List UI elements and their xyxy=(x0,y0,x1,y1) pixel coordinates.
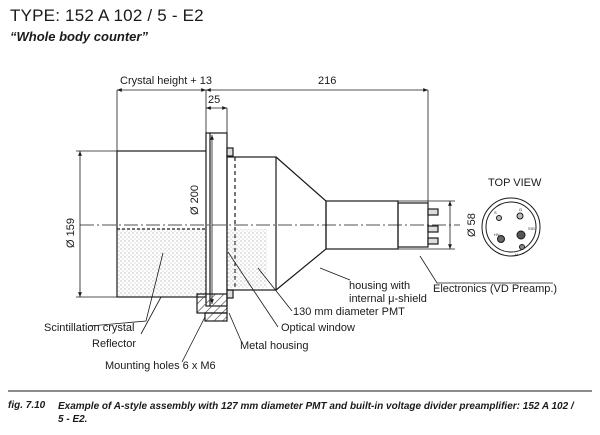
leader-metal-housing xyxy=(228,312,243,344)
dim-216: 216 xyxy=(318,75,336,87)
diagram-subtitle: “Whole body counter” xyxy=(10,29,148,44)
top-view-inner-ring xyxy=(485,201,537,253)
top-view-pin-label: HV xyxy=(494,232,500,237)
leader-reflector xyxy=(140,296,162,335)
dim-diam-200: Ø 200 xyxy=(189,185,201,215)
flange-bolt-top xyxy=(226,147,234,157)
top-view-pin-label: G xyxy=(519,207,522,212)
top-view-pin-g xyxy=(516,212,524,220)
pmt-cone xyxy=(275,156,327,291)
flange-bolt-bottom xyxy=(226,289,234,299)
mounting-plate xyxy=(204,312,228,322)
diagram-title: TYPE: 152 A 102 / 5 - E2 xyxy=(10,6,204,25)
dim-diam-58: Ø 58 xyxy=(466,213,478,237)
optical-window-area xyxy=(227,229,267,288)
top-view-pin-s xyxy=(496,215,502,221)
label-housing-1: housing with xyxy=(349,280,410,292)
top-view-pin-label: SIG xyxy=(528,226,535,231)
top-view xyxy=(481,197,541,257)
label-reflector: Reflector xyxy=(92,338,136,350)
top-view-pin-hv xyxy=(497,235,505,243)
connector-2 xyxy=(427,225,439,233)
connector-1 xyxy=(427,208,439,216)
leader-scintillation xyxy=(89,252,164,327)
label-mounting-holes: Mounting holes 6 x M6 xyxy=(105,360,216,372)
top-view-outer-ring xyxy=(481,197,541,257)
leader-mounting xyxy=(181,316,206,363)
label-metal-housing: Metal housing xyxy=(240,340,309,352)
top-view-pin-label: S xyxy=(494,210,497,215)
leader-electronics xyxy=(419,255,553,284)
figure-number: fig. 7.10 xyxy=(8,400,46,411)
scintillation-crystal xyxy=(118,229,207,296)
label-pmt: 130 mm diameter PMT xyxy=(293,306,405,318)
dim-crystal-height: Crystal height + 13 xyxy=(120,75,212,87)
top-view-pin-h xyxy=(519,244,525,250)
pmt-base xyxy=(226,156,277,291)
dim-diam-159: Ø 159 xyxy=(65,218,77,248)
figure-caption: Example of A-style assembly with 127 mm … xyxy=(58,401,574,425)
label-scintillation: Scintillation crystal xyxy=(44,322,134,334)
flange xyxy=(205,132,228,307)
leader-optical-window xyxy=(227,251,279,328)
top-view-label: TOP VIEW xyxy=(488,177,542,189)
dim-25: 25 xyxy=(208,94,220,106)
label-housing-2: internal μ-shield xyxy=(349,293,427,305)
connector-3 xyxy=(427,237,439,245)
label-electronics: Electronics (VD Preamp.) xyxy=(433,283,557,295)
top-view-pin-sig xyxy=(516,230,526,240)
leader-housing-shield xyxy=(319,267,351,281)
top-view-pin-label: H xyxy=(515,252,518,257)
leader-pmt xyxy=(257,267,293,312)
label-optical-window: Optical window xyxy=(281,322,355,334)
